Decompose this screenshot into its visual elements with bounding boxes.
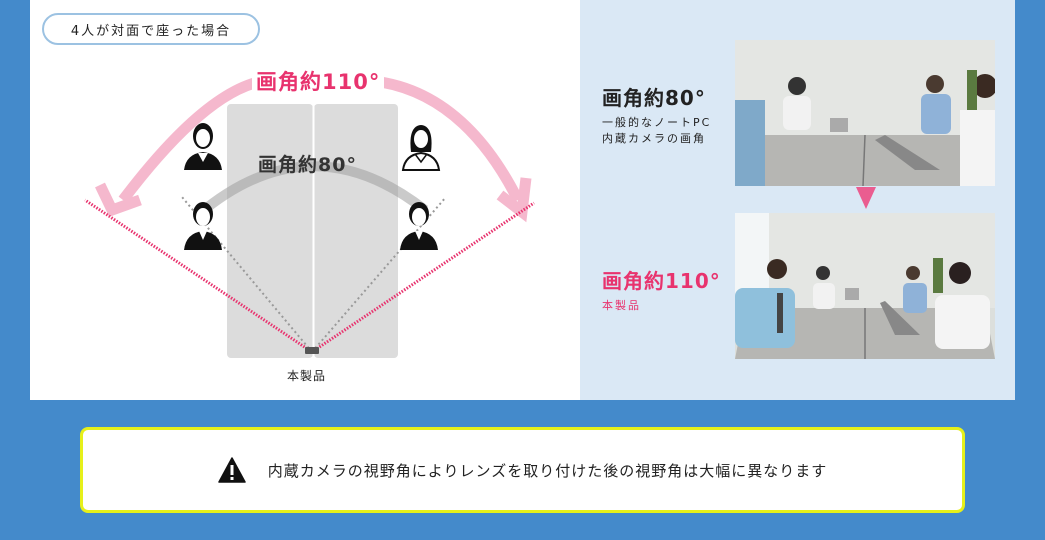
warning-notice: 内蔵カメラの視野角によりレンズを取り付けた後の視野角は大幅に異なります: [80, 427, 965, 513]
comparison-panel: 画角約80° 一般的なノートPC 内蔵カメラの画角 画角約110° 本製品: [580, 0, 1015, 400]
man-person-icon: [184, 202, 222, 250]
man-person-icon: [400, 202, 438, 250]
wide-angle-label: 画角約110°: [252, 66, 385, 96]
table-left-half: [227, 104, 313, 358]
arrow-head-left: [95, 182, 142, 217]
table-right-half: [314, 104, 398, 358]
woman-person-icon: [184, 123, 222, 170]
meeting-photo-80-degree: [735, 40, 995, 186]
camera-device-icon: [305, 347, 319, 354]
warning-text: 内蔵カメラの視野角によりレンズを取り付けた後の視野角は大幅に異なります: [267, 461, 828, 480]
comparison-subtitle: 一般的なノートPC 内蔵カメラの画角: [602, 116, 712, 145]
woman-long-hair-person-icon: [401, 125, 441, 171]
scenario-label: 4人が対面で座った場合: [42, 13, 260, 45]
comparison-title: 画角約110°: [602, 269, 721, 293]
diagram-graphic: [84, 74, 535, 358]
comparison-subtitle: 本製品: [602, 299, 641, 312]
arc-80-degree: [194, 161, 429, 219]
comparison-110-degree: 画角約110° 本製品: [602, 265, 721, 314]
comparison-80-degree: 画角約80° 一般的なノートPC 内蔵カメラの画角: [602, 82, 711, 147]
warning-icon: [218, 457, 246, 483]
meeting-photo-110-degree: [735, 213, 995, 359]
field-of-view-diagram-panel: 4人が対面で座った場合 画角約110° 画角約80° 本製品: [30, 0, 580, 400]
comparison-title: 画角約80°: [602, 86, 706, 110]
camera-label: 本製品: [287, 369, 327, 383]
narrow-angle-label: 画角約80°: [258, 154, 357, 176]
down-arrow-icon: [856, 187, 876, 209]
